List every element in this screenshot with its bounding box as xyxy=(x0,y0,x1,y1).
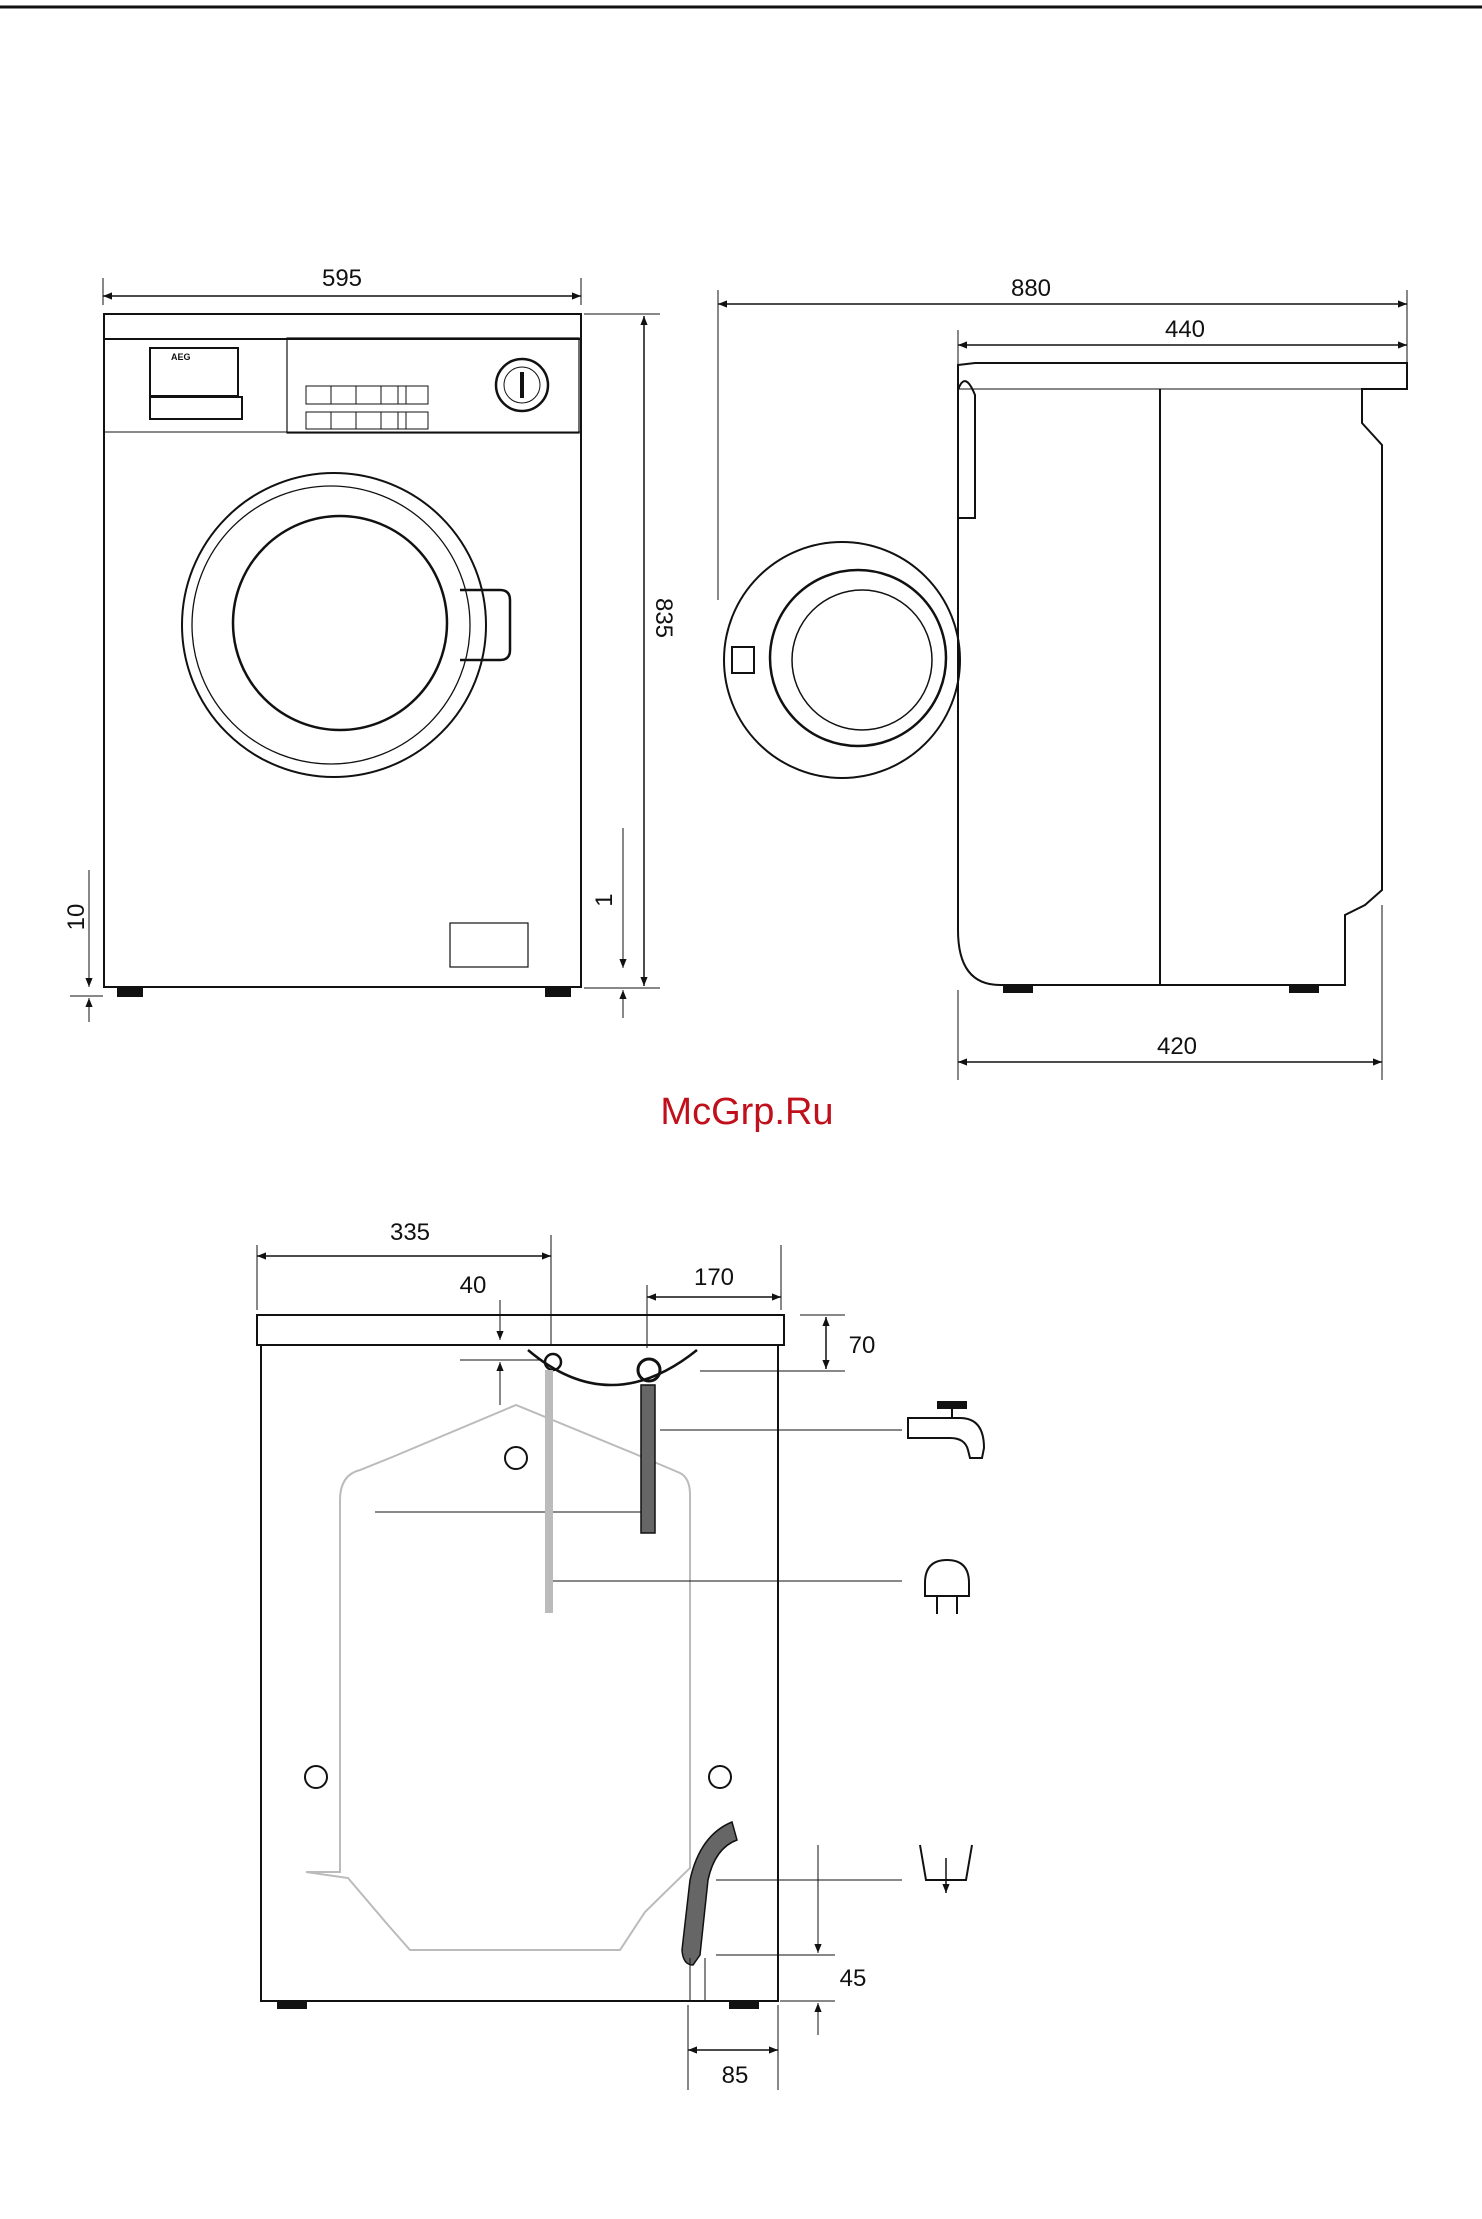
detergent-drawer xyxy=(150,348,238,396)
service-flap xyxy=(450,923,528,967)
front-view xyxy=(70,278,660,1022)
width-dimension-label: 595 xyxy=(322,265,362,292)
foot-dimension-label: 10 xyxy=(63,904,90,931)
depth-door-open-label: 880 xyxy=(1011,275,1051,302)
front-foot-left xyxy=(118,988,142,996)
drain-offset-label: 85 xyxy=(722,2062,749,2089)
power-plug-icon xyxy=(925,1560,969,1614)
open-door-handle xyxy=(732,647,754,673)
door-outer-ring xyxy=(182,473,486,777)
water-tap-icon xyxy=(908,1402,984,1458)
open-door-ring xyxy=(724,542,960,778)
rear-view xyxy=(257,1235,902,2090)
drain-outlet-icon xyxy=(920,1845,972,1893)
side-view xyxy=(718,290,1407,1080)
top-height-label: 70 xyxy=(849,1332,876,1359)
inlet-hose xyxy=(641,1385,655,1533)
brand-logo: AEG xyxy=(171,352,191,362)
drawer-handle xyxy=(150,397,242,419)
adjust-dimension-label: 1 xyxy=(591,893,618,906)
front-foot-right xyxy=(546,988,570,996)
base-depth-label: 420 xyxy=(1157,1033,1197,1060)
height-dimension-label: 835 xyxy=(650,598,677,638)
drain-height-label: 45 xyxy=(840,1965,867,1992)
side-cabinet xyxy=(958,363,1407,985)
top-offset-label: 40 xyxy=(460,1272,487,1299)
watermark-text: McGrp.Ru xyxy=(660,1091,833,1133)
inlet-offset-label: 335 xyxy=(390,1219,430,1246)
door-glass xyxy=(233,516,447,730)
right-offset-label: 170 xyxy=(694,1264,734,1291)
rear-top-plate xyxy=(257,1315,784,1345)
depth-label: 440 xyxy=(1165,316,1205,343)
